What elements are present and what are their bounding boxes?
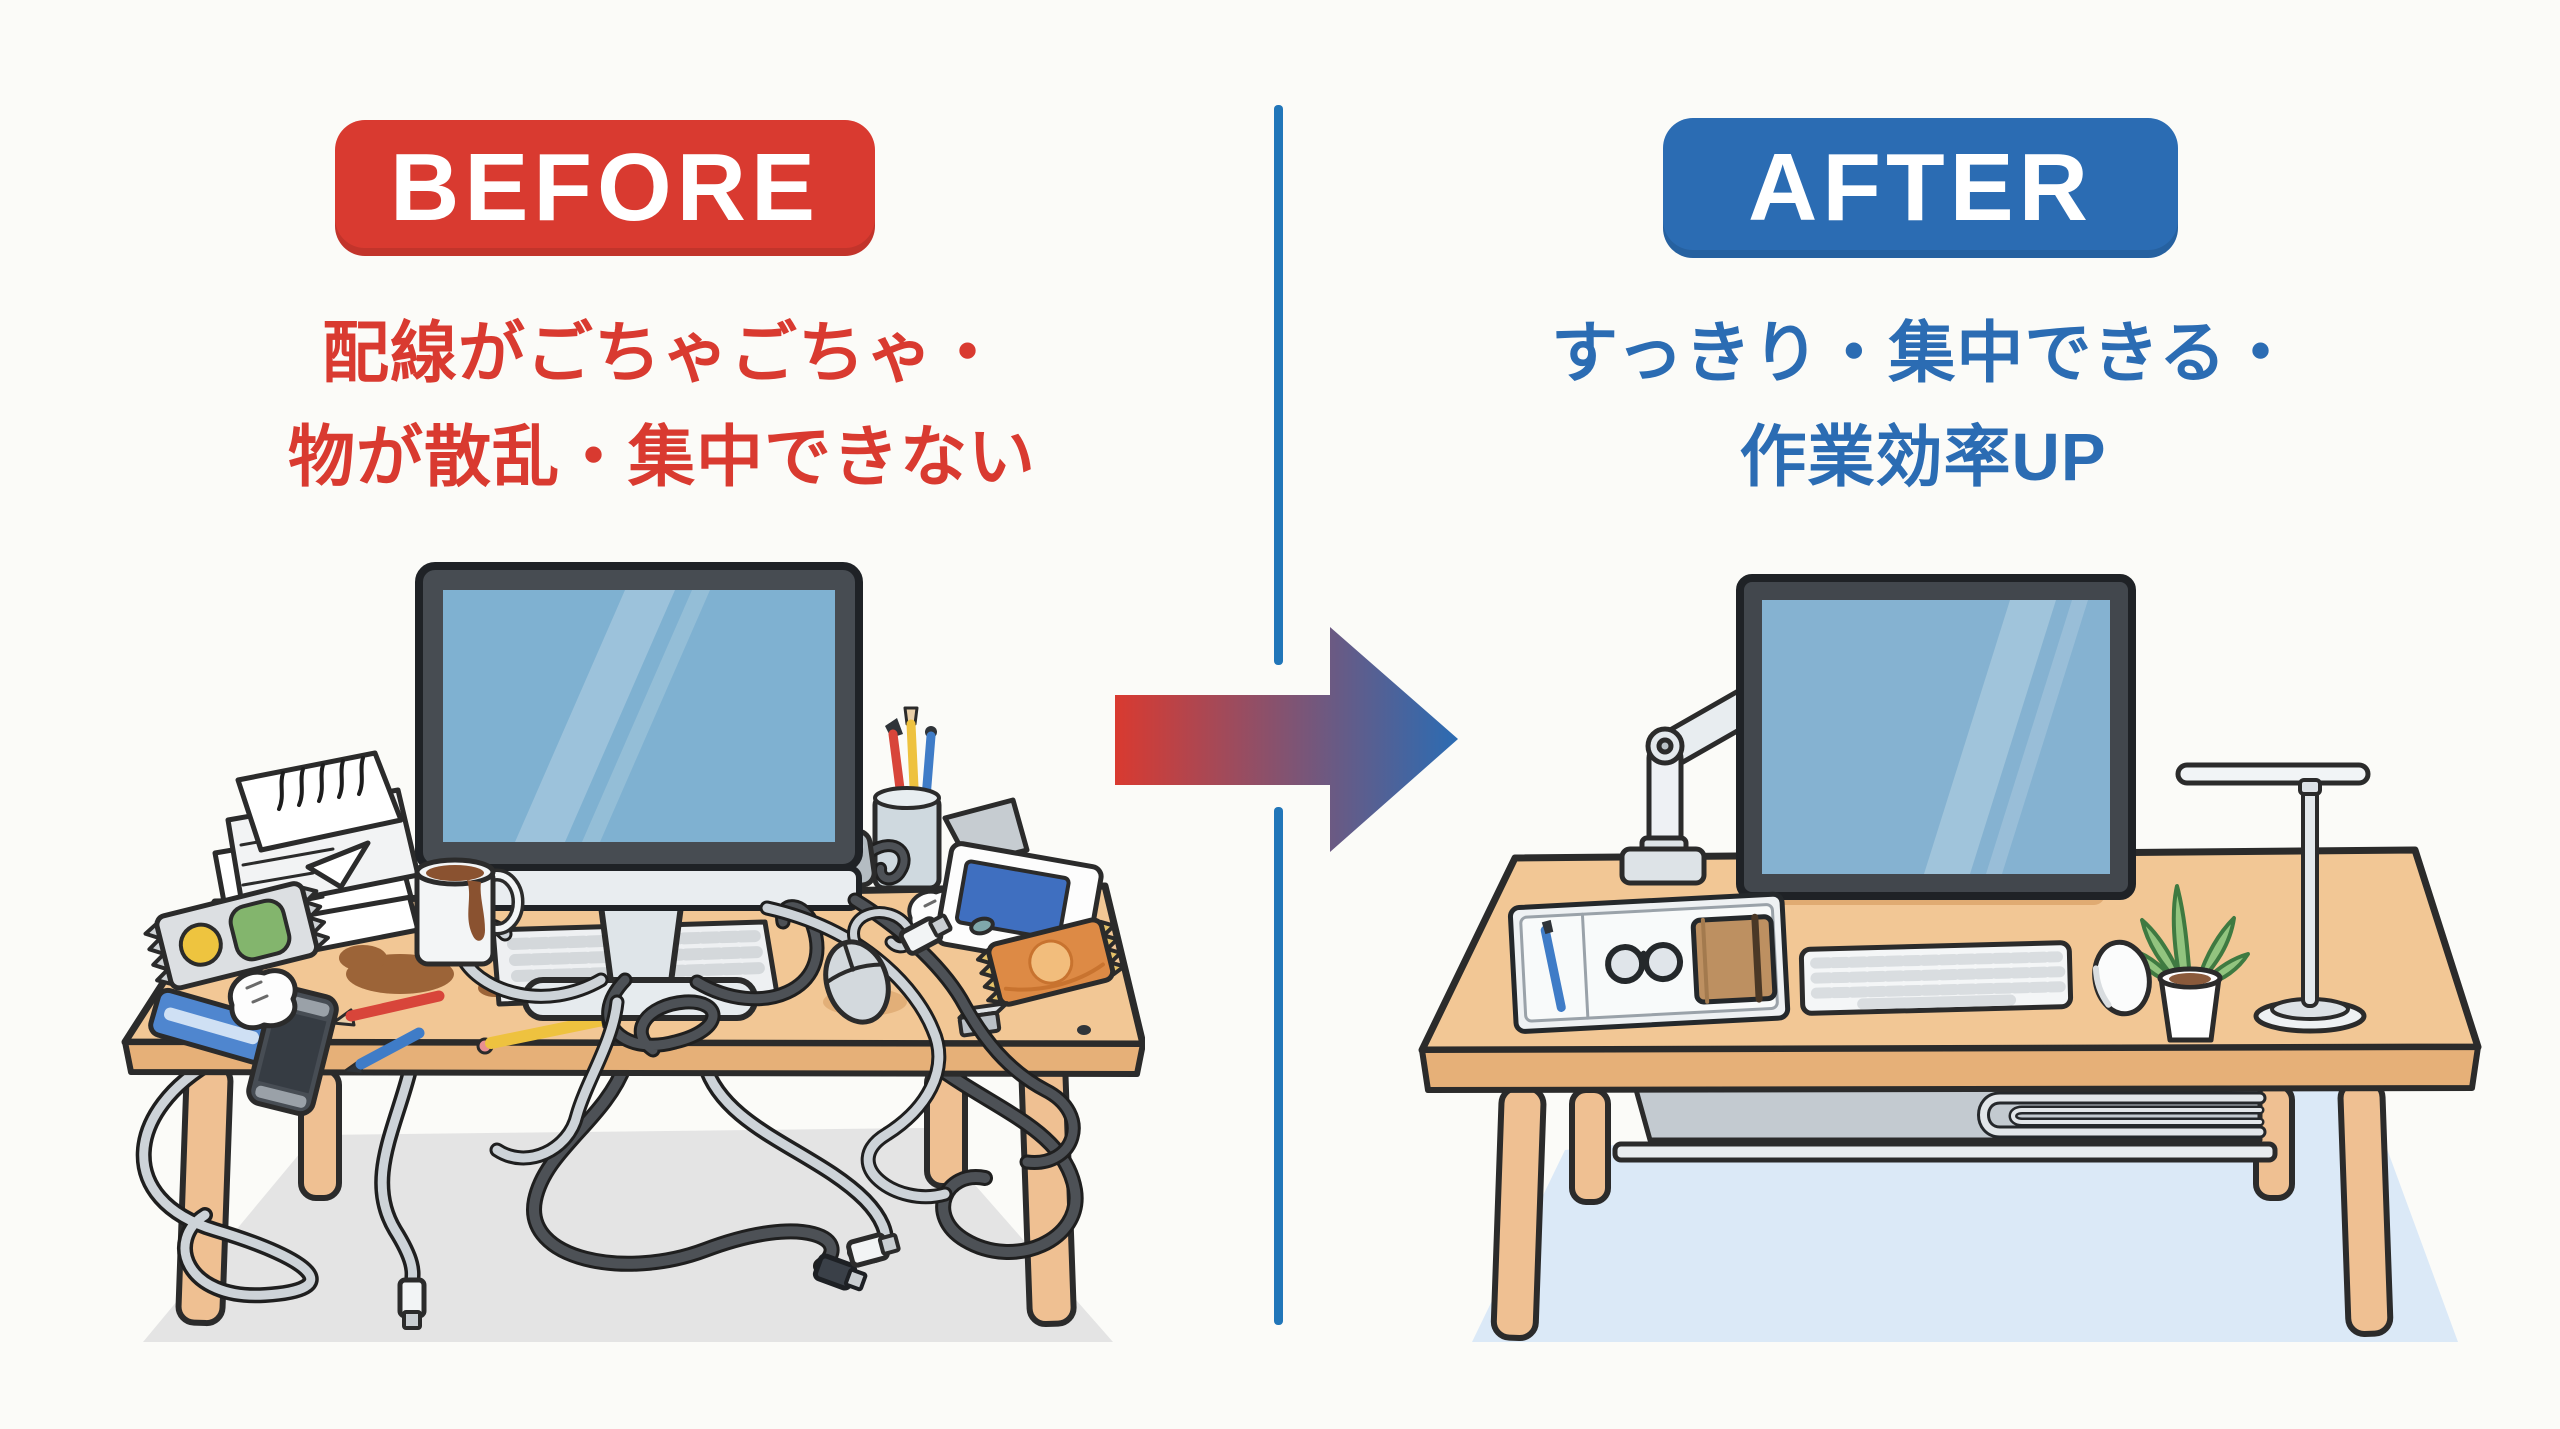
notebook (1690, 913, 1778, 1005)
before-caption-line1: 配線がごちゃごちゃ・ (322, 316, 1002, 391)
before-badge: BEFORE (335, 120, 875, 256)
after-illustration: tidy desk: monitor on arm, organizer tra… (1418, 574, 2482, 1342)
transition-arrow-icon (1115, 627, 1458, 852)
before-caption-line2: 物が散乱・集中できない (288, 420, 1036, 495)
desk-lamp (2175, 762, 2371, 1034)
before-caption: 配線がごちゃごちゃ・ 物が散乱・集中できない (212, 302, 1112, 510)
monitor (1736, 574, 2136, 900)
capsule (969, 916, 995, 936)
after-caption-line1: すっきり・集中できる・ (1551, 316, 2295, 391)
keyboard (1798, 940, 2074, 1016)
monitor (415, 562, 863, 1021)
tangled-cables-under-desk (135, 1052, 1084, 1304)
usb-plug-icon (400, 1280, 424, 1328)
coffee-mug (414, 857, 525, 967)
monitor-arm (1619, 687, 1763, 886)
mouse (2092, 939, 2152, 1017)
divider-line-top (1274, 105, 1283, 665)
orange-snack (976, 917, 1127, 1007)
mouse (823, 906, 918, 1025)
snack-wrapper (143, 881, 330, 991)
pen-cup (872, 706, 942, 891)
potted-plant (2130, 884, 2250, 1043)
after-caption: すっきり・集中できる・ 作業効率UP (1473, 302, 2373, 510)
after-badge: AFTER (1663, 118, 2178, 258)
before-illustration: messy desk: tangled cables, scattered pa… (121, 562, 1145, 1342)
glasses-icon (1605, 942, 1684, 985)
desk-clutter-dot (1077, 1025, 1091, 1035)
after-caption-line2: 作業効率UP (1739, 420, 2107, 495)
divider-line-bottom (1274, 807, 1283, 1325)
organizer-tray (1507, 891, 1791, 1034)
cable-management-tray (1612, 1083, 2278, 1163)
